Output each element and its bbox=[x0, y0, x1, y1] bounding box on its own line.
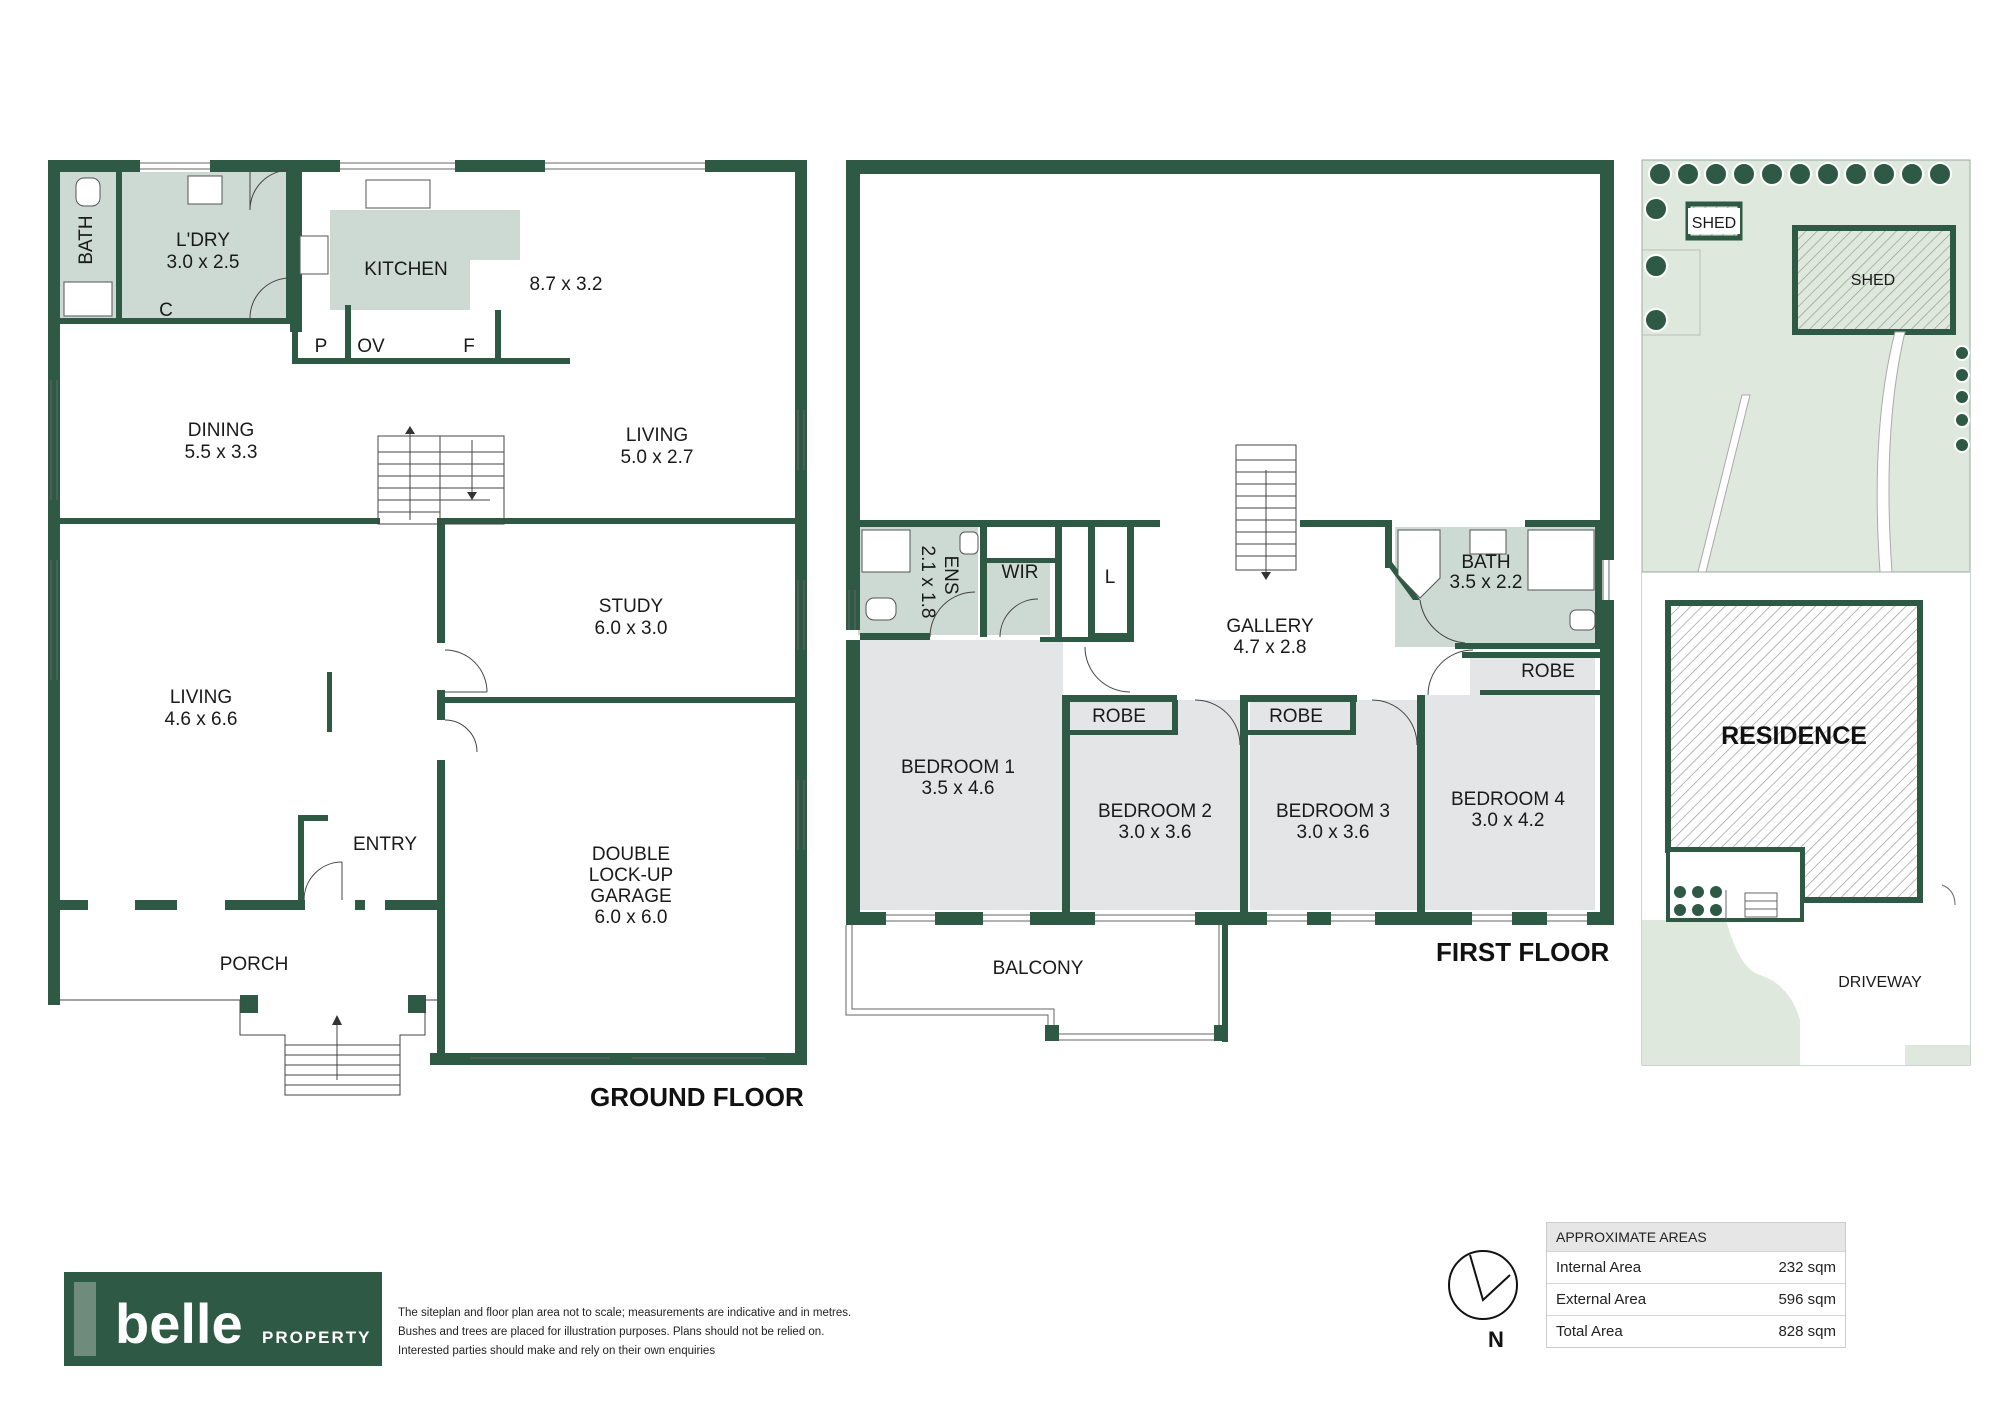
gf-entry-label: ENTRY bbox=[353, 834, 417, 855]
ff-ens-dim: 2.1 x 1.8 bbox=[917, 546, 938, 619]
areas-header: APPROXIMATE AREAS bbox=[1547, 1223, 1845, 1251]
ff-bath-dim: 3.5 x 2.2 bbox=[1450, 572, 1523, 593]
gf-garage-label-3: GARAGE bbox=[590, 886, 671, 907]
gf-pantry-label: P bbox=[315, 336, 328, 357]
areas-row-label: Internal Area bbox=[1556, 1259, 1642, 1276]
ff-balcony-label: BALCONY bbox=[993, 958, 1084, 979]
site-plan bbox=[1641, 159, 1971, 1066]
disclaimer: The siteplan and floor plan area not to … bbox=[398, 1304, 918, 1361]
gf-laundry-dim: 3.0 x 2.5 bbox=[167, 252, 240, 273]
gf-garage-dim: 6.0 x 6.0 bbox=[595, 907, 668, 928]
areas-row: Total Area 828 sqm bbox=[1547, 1315, 1845, 1347]
gf-c-label: C bbox=[159, 300, 173, 321]
site-residence-label: RESIDENCE bbox=[1721, 722, 1867, 750]
approximate-areas-table: APPROXIMATE AREAS Internal Area 232 sqm … bbox=[1546, 1222, 1846, 1348]
gf-fridge-label: F bbox=[463, 336, 475, 357]
site-driveway-label: DRIVEWAY bbox=[1838, 974, 1922, 991]
ff-bed4-dim: 3.0 x 4.2 bbox=[1472, 810, 1545, 831]
gf-living-upper-label: LIVING bbox=[626, 425, 688, 446]
ff-bed1-dim: 3.5 x 4.6 bbox=[922, 778, 995, 799]
gf-dining-dim: 5.5 x 3.3 bbox=[185, 442, 258, 463]
ff-robe-3-label: ROBE bbox=[1521, 661, 1575, 682]
gf-bath-label: BATH bbox=[76, 215, 97, 264]
logo-sub: PROPERTY bbox=[262, 1328, 372, 1347]
ff-bed3-dim: 3.0 x 3.6 bbox=[1297, 822, 1370, 843]
disclaimer-line-3: Interested parties should make and rely … bbox=[398, 1345, 716, 1357]
gf-kitchen-dim: 8.7 x 3.2 bbox=[530, 274, 603, 295]
areas-row: Internal Area 232 sqm bbox=[1547, 1251, 1845, 1283]
ff-bed2-label: BEDROOM 2 bbox=[1098, 801, 1212, 822]
gf-living-upper-dim: 5.0 x 2.7 bbox=[621, 447, 694, 468]
compass-label: N bbox=[1488, 1327, 1504, 1352]
site-small-shed-label: SHED bbox=[1692, 215, 1736, 232]
areas-row: External Area 596 sqm bbox=[1547, 1283, 1845, 1315]
areas-row-value: 232 sqm bbox=[1778, 1259, 1836, 1276]
areas-row-label: Total Area bbox=[1556, 1323, 1623, 1340]
ff-bed2-dim: 3.0 x 3.6 bbox=[1119, 822, 1192, 843]
ff-robe-1-label: ROBE bbox=[1092, 706, 1146, 727]
site-large-shed bbox=[1792, 225, 1956, 335]
ff-bed4-label: BEDROOM 4 bbox=[1451, 789, 1565, 810]
ff-robe-2-label: ROBE bbox=[1269, 706, 1323, 727]
north-compass-icon bbox=[1448, 1250, 1518, 1320]
gf-laundry-label: L'DRY bbox=[176, 230, 230, 251]
gf-garage-label-2: LOCK-UP bbox=[589, 865, 673, 886]
areas-row-label: External Area bbox=[1556, 1291, 1647, 1308]
first-floor-title: FIRST FLOOR bbox=[1436, 937, 1610, 967]
areas-row-value: 596 sqm bbox=[1778, 1291, 1836, 1308]
ff-bed3-label: BEDROOM 3 bbox=[1276, 801, 1390, 822]
ff-bed1-label: BEDROOM 1 bbox=[901, 757, 1015, 778]
first-floor-plan bbox=[845, 160, 1614, 1042]
gf-dining-label: DINING bbox=[188, 420, 255, 441]
ff-bath-label: BATH bbox=[1461, 552, 1510, 573]
ground-floor-title: GROUND FLOOR bbox=[590, 1082, 804, 1112]
gf-oven-label: OV bbox=[357, 336, 385, 357]
gf-living-label: LIVING bbox=[170, 687, 232, 708]
ff-gallery-label: GALLERY bbox=[1226, 616, 1314, 637]
ff-wir-label: WIR bbox=[1002, 562, 1039, 583]
gf-kitchen-label: KITCHEN bbox=[364, 259, 447, 280]
gf-garage-label-1: DOUBLE bbox=[592, 844, 670, 865]
gf-study-dim: 6.0 x 3.0 bbox=[595, 618, 668, 639]
site-large-shed-label: SHED bbox=[1851, 272, 1895, 289]
belle-property-logo: belle PROPERTY bbox=[64, 1272, 382, 1366]
gf-living-dim: 4.6 x 6.6 bbox=[165, 709, 238, 730]
ff-linen-label: L bbox=[1105, 567, 1116, 588]
disclaimer-line-1: The siteplan and floor plan area not to … bbox=[398, 1307, 852, 1319]
ground-floor-plan bbox=[48, 160, 807, 1096]
logo-brand: belle bbox=[115, 1292, 243, 1355]
gf-porch-label: PORCH bbox=[220, 954, 289, 975]
ff-gallery-dim: 4.7 x 2.8 bbox=[1234, 637, 1307, 658]
areas-row-value: 828 sqm bbox=[1778, 1323, 1836, 1340]
ff-ens-label: ENS bbox=[940, 555, 961, 594]
disclaimer-line-2: Bushes and trees are placed for illustra… bbox=[398, 1326, 825, 1338]
gf-study-label: STUDY bbox=[599, 596, 664, 617]
